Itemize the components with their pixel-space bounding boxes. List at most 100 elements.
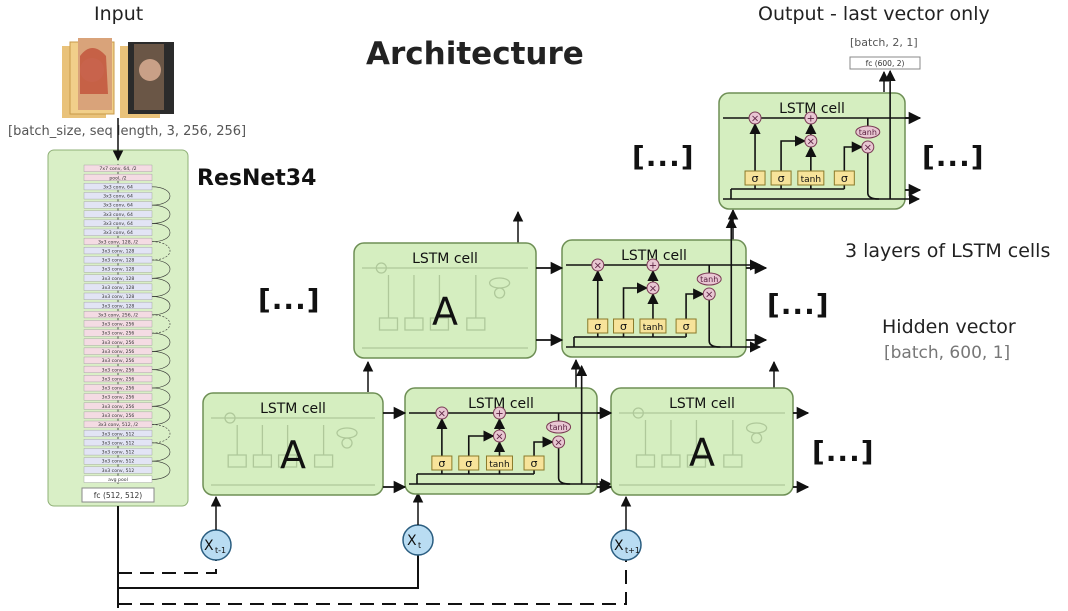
sigmoid-gate: σ (675, 318, 697, 334)
input-multiply-node: × (492, 429, 506, 443)
lstm-cell-letter: A (432, 290, 458, 334)
resnet-skip-connection (151, 186, 171, 206)
resnet-layer (83, 375, 153, 383)
svg-text:×: × (554, 438, 562, 449)
sigmoid-gate: σ (587, 318, 609, 334)
input-image-stack-right (120, 42, 174, 118)
resnet-skip-connection (151, 424, 171, 444)
faded-internals (211, 412, 375, 486)
resnet-layer-label: 3x3 conv, 512 (102, 440, 135, 446)
resnet-skip-connection (151, 332, 171, 352)
hidden-vector-shape: [batch, 600, 1] (884, 343, 1011, 363)
svg-text:×: × (495, 432, 503, 443)
forget-multiply-node: × (748, 111, 762, 125)
resnet-skip-connection (151, 241, 171, 261)
resnet-layer-label: 3x3 conv, 256 (102, 322, 135, 328)
resnet-fc-label: fc (512, 512) (94, 491, 142, 500)
svg-text:σ: σ (438, 457, 445, 470)
resnet-layer-label: 3x3 conv, 128 (102, 276, 135, 282)
resnet-skip-connection (151, 296, 171, 316)
sigmoid-gate: σ (770, 170, 792, 186)
resnet-layer-label: avg pool (108, 477, 128, 483)
svg-text:×: × (751, 114, 759, 125)
sigmoid-gate: σ (431, 455, 453, 471)
resnet-layer-label: 3x3 conv, 128, /2 (98, 239, 138, 245)
svg-text:×: × (807, 137, 815, 148)
resnet-layer-label: 3x3 conv, 512 (102, 468, 135, 474)
resnet-layer-label: 3x3 conv, 64 (103, 221, 133, 227)
resnet-layer-label: 3x3 conv, 128 (102, 258, 135, 264)
lstm-cell-label: LSTM cell (779, 101, 845, 117)
output-shape-label: [batch, 2, 1] (850, 36, 918, 49)
resnet-layer-label: 3x3 conv, 256 (102, 331, 135, 337)
resnet-layer-label: 3x3 conv, 128 (102, 248, 135, 254)
resnet-layer-label: 7x7 conv, 64, /2 (99, 166, 136, 172)
resnet-layer (83, 475, 153, 483)
ellipsis-layer2-right: [...] (767, 288, 830, 321)
svg-text:tanh: tanh (700, 275, 718, 284)
x-input-main: X (407, 533, 417, 549)
input-shape-label: [batch_size, seq length, 3, 256, 256] (8, 124, 247, 139)
x-input-t-minus-1: X t-1 (200, 529, 232, 561)
resnet-layer-label: 3x3 conv, 256 (102, 413, 135, 419)
resnet-layer-label: 3x3 conv, 512 (102, 459, 135, 465)
resnet-layer (83, 265, 153, 273)
resnet-layer (83, 448, 153, 456)
resnet-layer-label: 3x3 conv, 256 (102, 376, 135, 382)
svg-text:×: × (649, 284, 657, 295)
resnet-skip-connection (151, 405, 171, 425)
svg-text:+: + (807, 114, 815, 125)
output-multiply-node: × (861, 140, 875, 154)
resnet-layer-label: 3x3 conv, 64 (103, 194, 133, 200)
resnet-layer-label: 3x3 conv, 256 (102, 404, 135, 410)
resnet-layer-label: 3x3 conv, 512, /2 (98, 422, 138, 428)
tanh-op: tanh (696, 272, 722, 286)
svg-text:σ: σ (752, 172, 759, 185)
ellipsis-layer3-left: [...] (632, 140, 695, 173)
input-image-stack-left (62, 38, 115, 118)
output-fc-box (849, 56, 921, 70)
resnet-layer (83, 411, 153, 419)
svg-text:tanh: tanh (643, 323, 663, 333)
output-label: Output - last vector only (758, 3, 990, 25)
x-input-main: X (204, 538, 214, 554)
svg-text:σ: σ (620, 320, 627, 333)
resnet-skip-connection (151, 351, 171, 371)
ellipsis-layer1-right: [...] (812, 435, 875, 468)
resnet-layer (83, 338, 153, 346)
sigmoid-gate: σ (613, 318, 635, 334)
svg-text:tanh: tanh (489, 460, 509, 470)
resnet-layer-label: 3x3 conv, 512 (102, 431, 135, 437)
x-input-t-plus-1: X t+1 (610, 529, 642, 561)
resnet-skip-connection (151, 460, 171, 480)
resnet-skip-connection (151, 369, 171, 389)
ellipsis-layer2-left: [...] (258, 283, 321, 316)
ellipsis-layer3-right: [...] (922, 140, 985, 173)
output-fc-label: fc (600, 2) (866, 59, 905, 68)
resnet-skip-connection (151, 204, 171, 224)
svg-text:×: × (594, 261, 602, 272)
faded-internals (362, 262, 528, 349)
input-to-cell-arrows (210, 491, 632, 530)
hidden-vector-label: Hidden vector (882, 316, 1016, 338)
svg-text:×: × (438, 409, 446, 420)
resnet-skip-connection (151, 259, 171, 279)
resnet-layer-label: 3x3 conv, 256 (102, 395, 135, 401)
resnet-layer (83, 210, 153, 218)
x-input-t: X t (402, 524, 434, 556)
resnet-layer (83, 228, 153, 236)
x-input-sub: t-1 (215, 546, 226, 555)
page-title: Architecture (366, 36, 584, 72)
resnet-layer (83, 247, 153, 255)
resnet-skip-connection (151, 223, 171, 243)
faded-internals (619, 407, 785, 486)
resnet-label: ResNet34 (197, 166, 317, 191)
resnet-layer-label: 3x3 conv, 128 (102, 285, 135, 291)
svg-text:σ: σ (531, 457, 538, 470)
lstm-cell-letter: A (689, 431, 715, 475)
